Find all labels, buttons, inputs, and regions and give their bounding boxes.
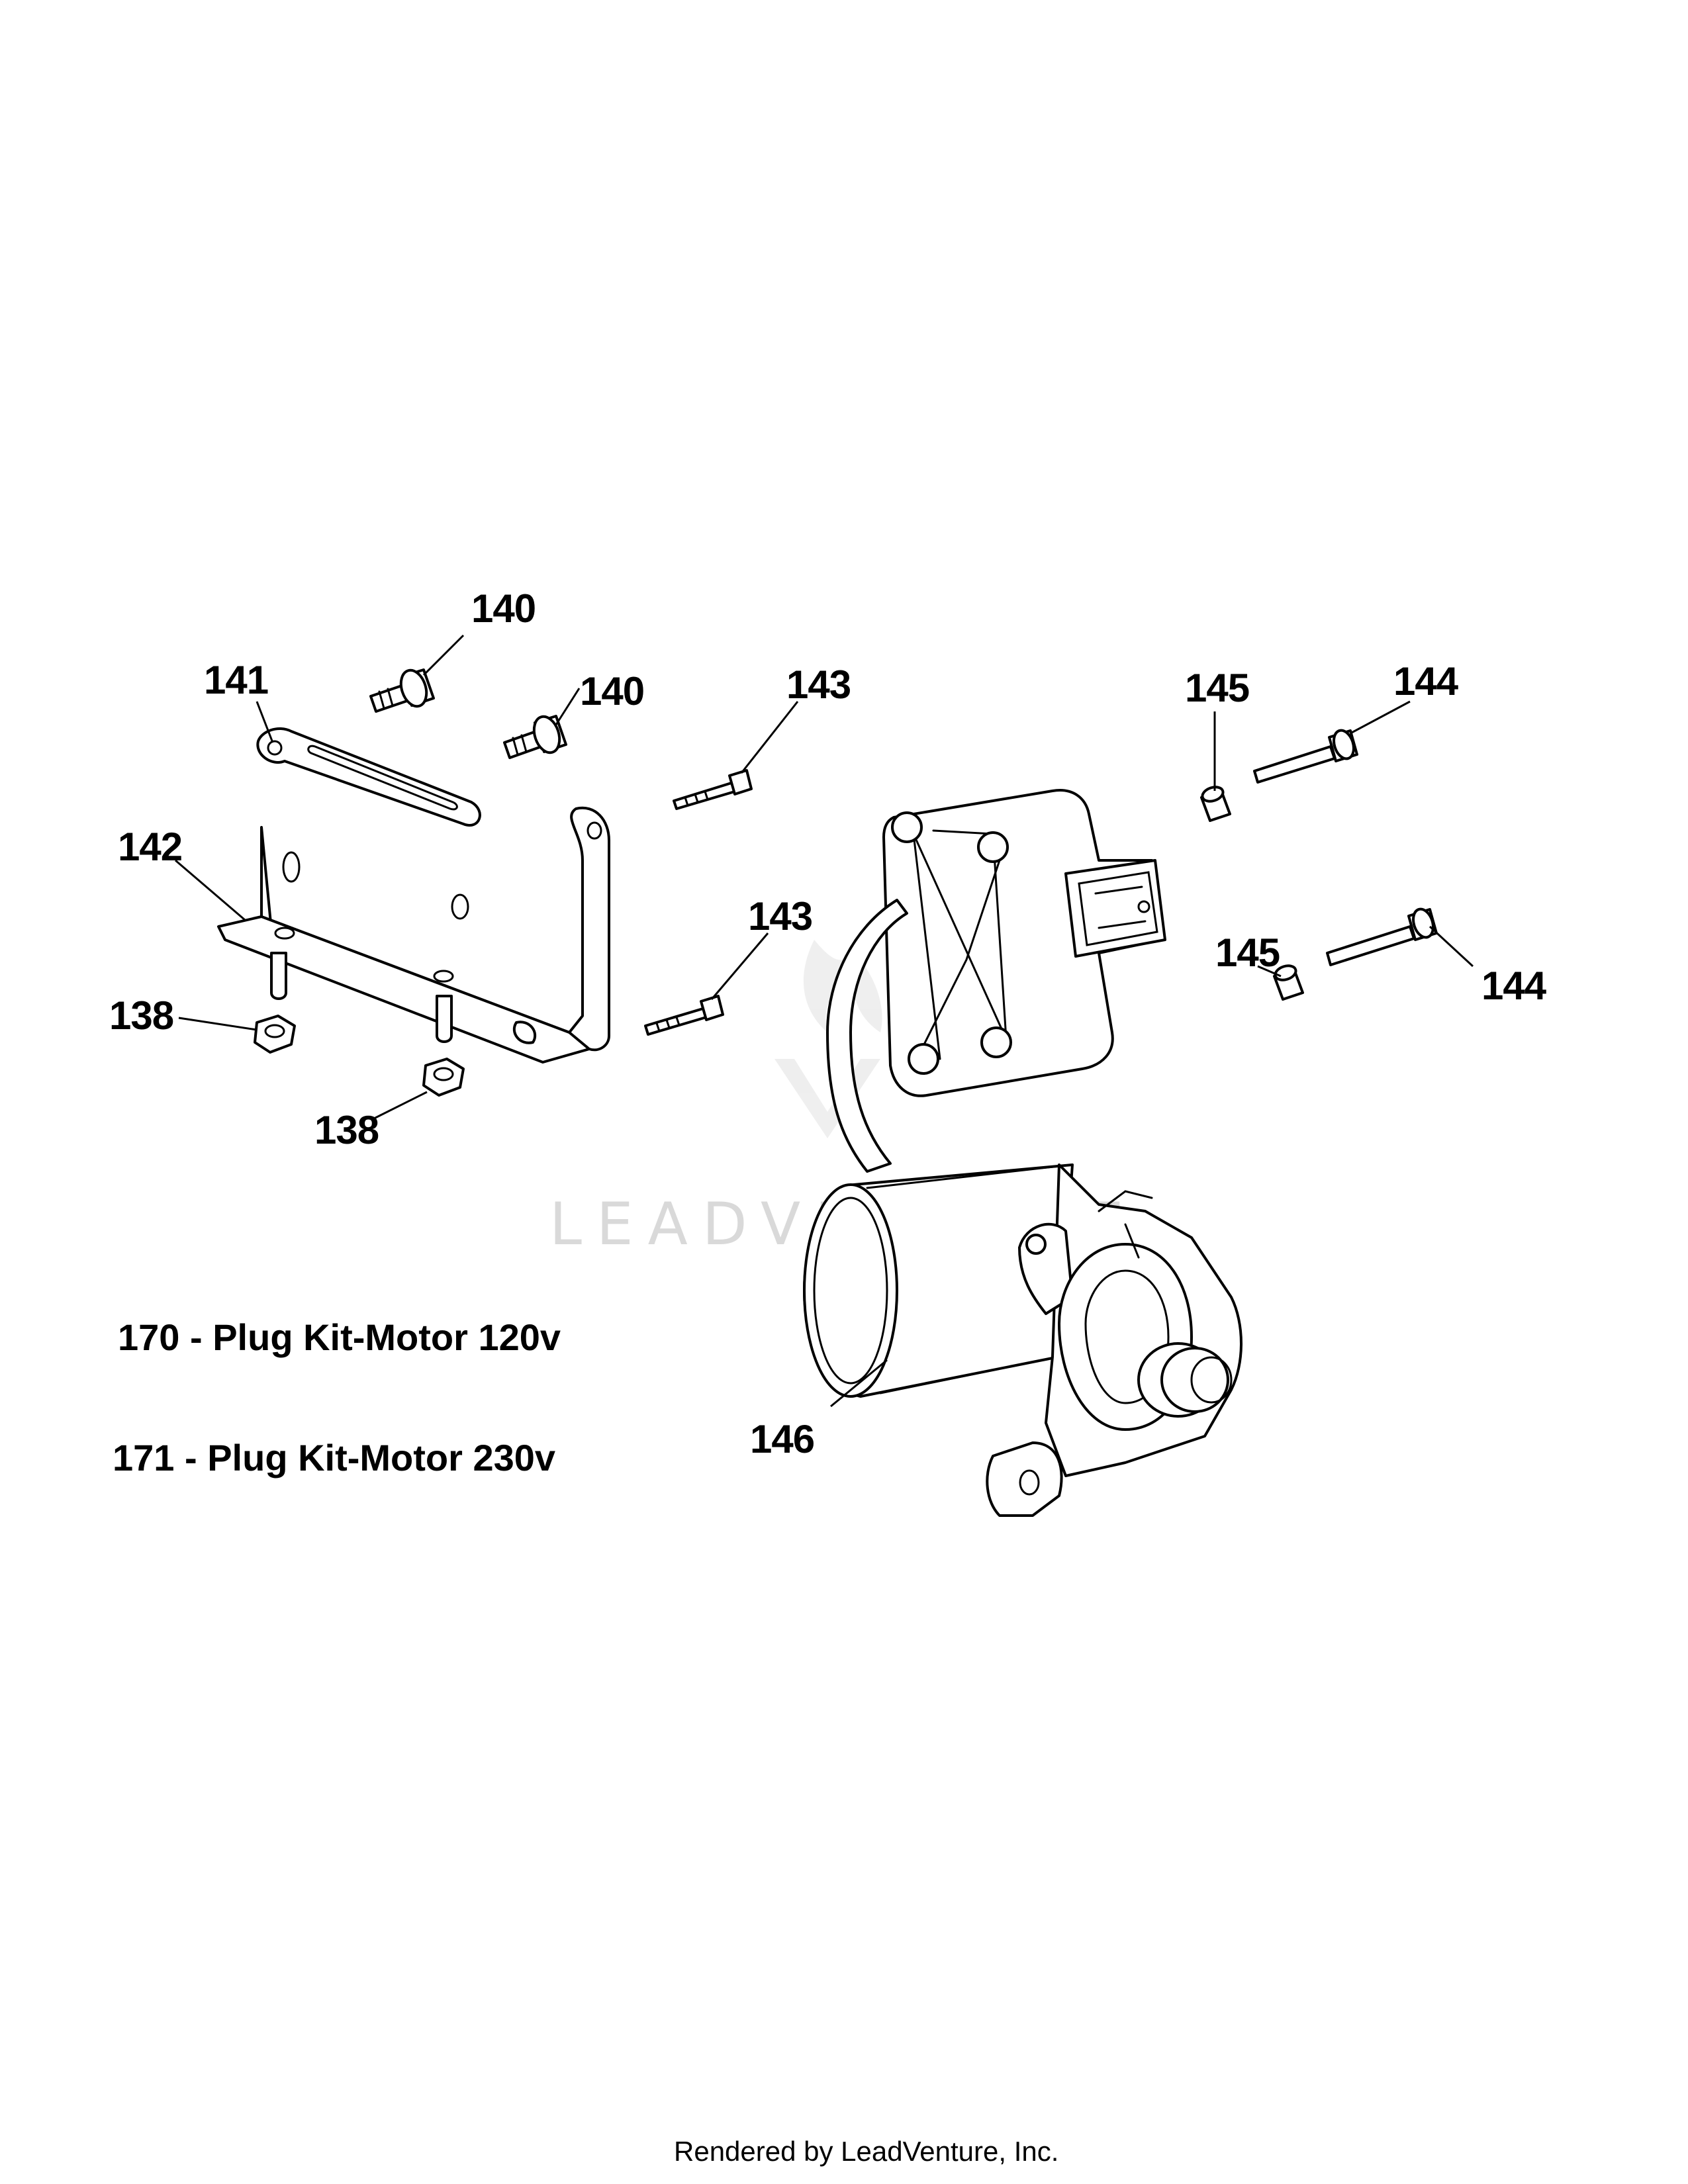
part-140-bolt-lower xyxy=(503,715,567,759)
switch-housing xyxy=(826,789,1166,1173)
callout-143-lower: 143 xyxy=(748,894,812,938)
kit-list: 170 - Plug Kit-Motor 120v 171 - Plug Kit… xyxy=(113,1316,561,1479)
callout-140-lower: 140 xyxy=(580,669,644,713)
part-144-bolt-lower xyxy=(1326,907,1438,966)
leader-lines xyxy=(175,634,1474,1408)
part-138-nut-left xyxy=(254,1015,296,1054)
part-142-bracket xyxy=(217,806,610,1064)
callout-labels: 140 140 141 142 143 143 145 144 145 144 … xyxy=(109,586,1548,1461)
part-143-screw-lower xyxy=(644,995,724,1036)
part-143-screw-upper xyxy=(673,769,753,810)
callout-143-upper: 143 xyxy=(786,662,851,707)
callout-145-upper: 145 xyxy=(1185,666,1249,710)
part-140-bolt-upper xyxy=(369,668,435,713)
footer-credit: Rendered by LeadVenture, Inc. xyxy=(674,2136,1058,2167)
callout-140-upper: 140 xyxy=(471,586,536,631)
part-144-bolt-upper xyxy=(1253,729,1358,784)
callout-145-lower: 145 xyxy=(1215,931,1280,975)
part-138-nut-right xyxy=(422,1058,465,1097)
callout-144-lower: 144 xyxy=(1481,964,1547,1008)
callout-138-upper: 138 xyxy=(109,993,173,1038)
part-146-starter-motor xyxy=(803,1163,1243,1517)
callout-141: 141 xyxy=(204,658,268,702)
part-145-sleeve-upper xyxy=(1200,786,1231,822)
callout-146: 146 xyxy=(750,1417,814,1461)
part-141-strap xyxy=(256,727,481,827)
kit-item-171: 171 - Plug Kit-Motor 230v xyxy=(113,1437,555,1479)
callout-142: 142 xyxy=(118,825,182,869)
kit-item-170: 170 - Plug Kit-Motor 120v xyxy=(118,1316,561,1358)
callout-138-lower: 138 xyxy=(314,1108,379,1152)
callout-144-upper: 144 xyxy=(1393,659,1459,704)
